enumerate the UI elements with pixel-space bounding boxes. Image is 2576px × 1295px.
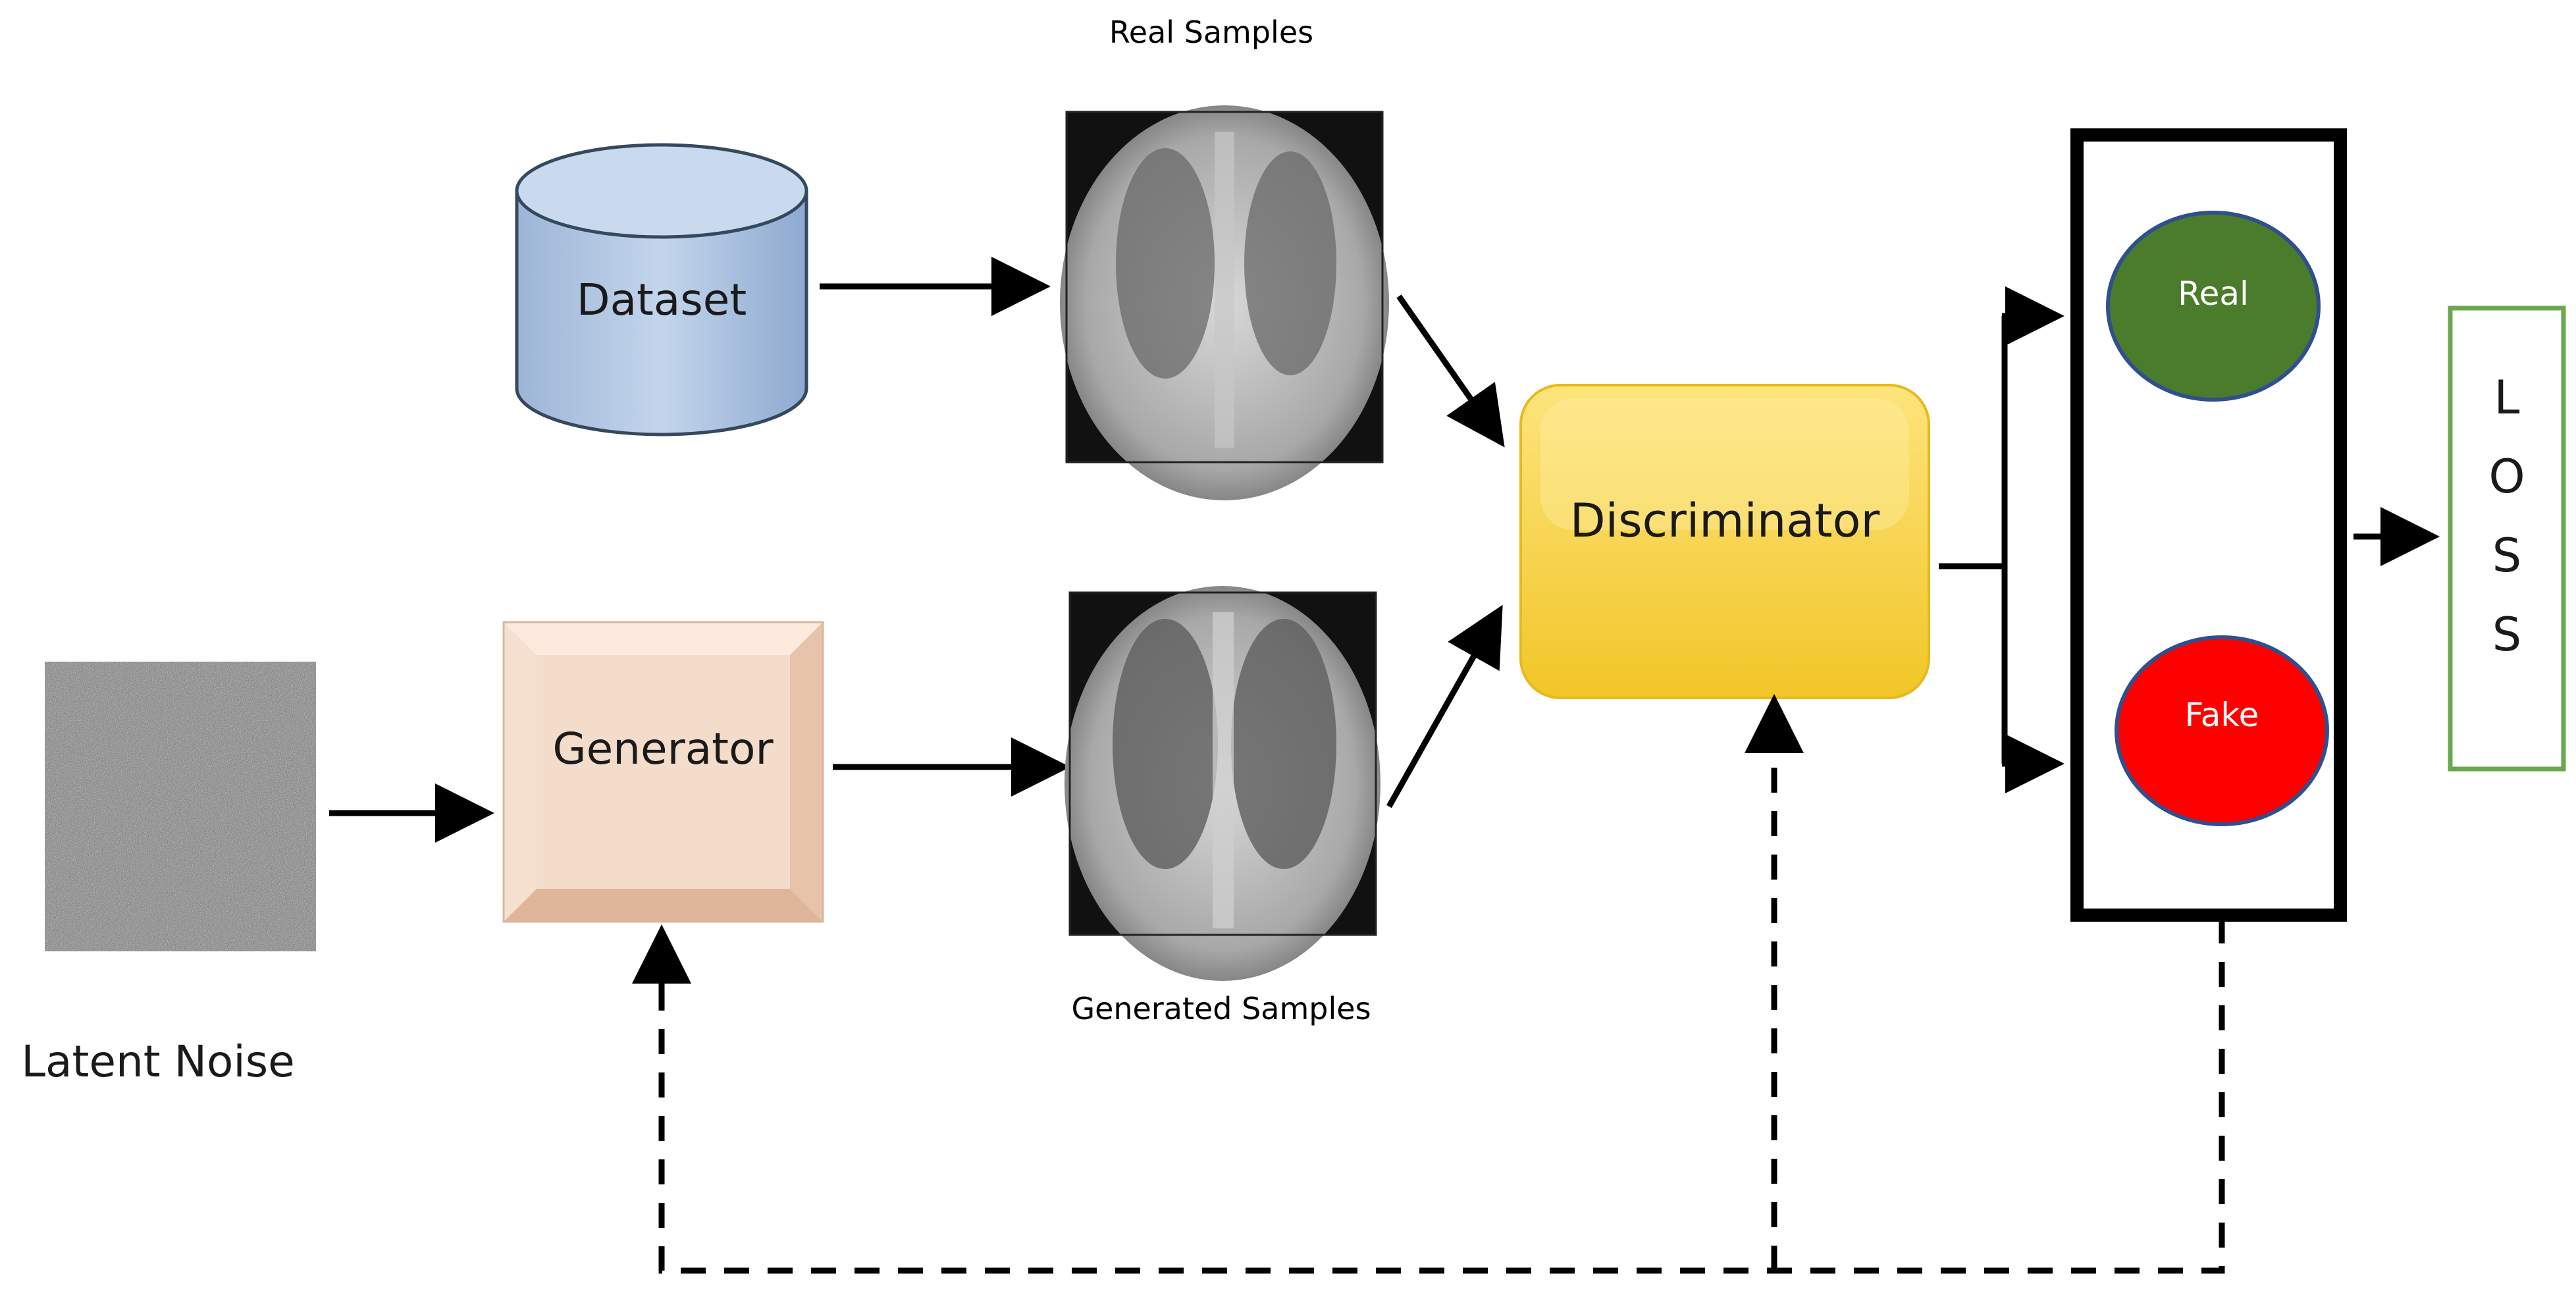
loss-letter-2: O [2488, 450, 2525, 504]
real-circle [2106, 211, 2321, 402]
split-arrows [1939, 286, 2064, 793]
real-label: Real [2178, 275, 2249, 313]
real-xray-image [1060, 105, 1389, 500]
fake-circle [2115, 635, 2329, 826]
loss-letter-3: S [2492, 529, 2521, 583]
arrow-real-to-discriminator [1396, 294, 1505, 448]
loss-box [2448, 305, 2566, 772]
loss-letter-4: S [2492, 608, 2521, 662]
generator-box [502, 621, 824, 923]
real-samples-label: Real Samples [1109, 14, 1313, 50]
generated-xray-image [1065, 586, 1380, 981]
generator-label: Generator [552, 724, 774, 774]
arrow-generated-to-discriminator [1386, 604, 1503, 808]
fake-label: Fake [2185, 696, 2259, 734]
latent-noise-label: Latent Noise [21, 1036, 294, 1087]
discriminator-label: Discriminator [1570, 494, 1880, 548]
loss-letter-1: L [2494, 371, 2520, 425]
feedback-dashed-lines [658, 731, 2225, 1274]
database-cylinder-icon [515, 143, 808, 436]
dataset-label: Dataset [577, 275, 747, 325]
latent-noise-image [45, 662, 316, 951]
generated-samples-label: Generated Samples [1071, 991, 1371, 1026]
discriminator-box [1519, 384, 1930, 699]
